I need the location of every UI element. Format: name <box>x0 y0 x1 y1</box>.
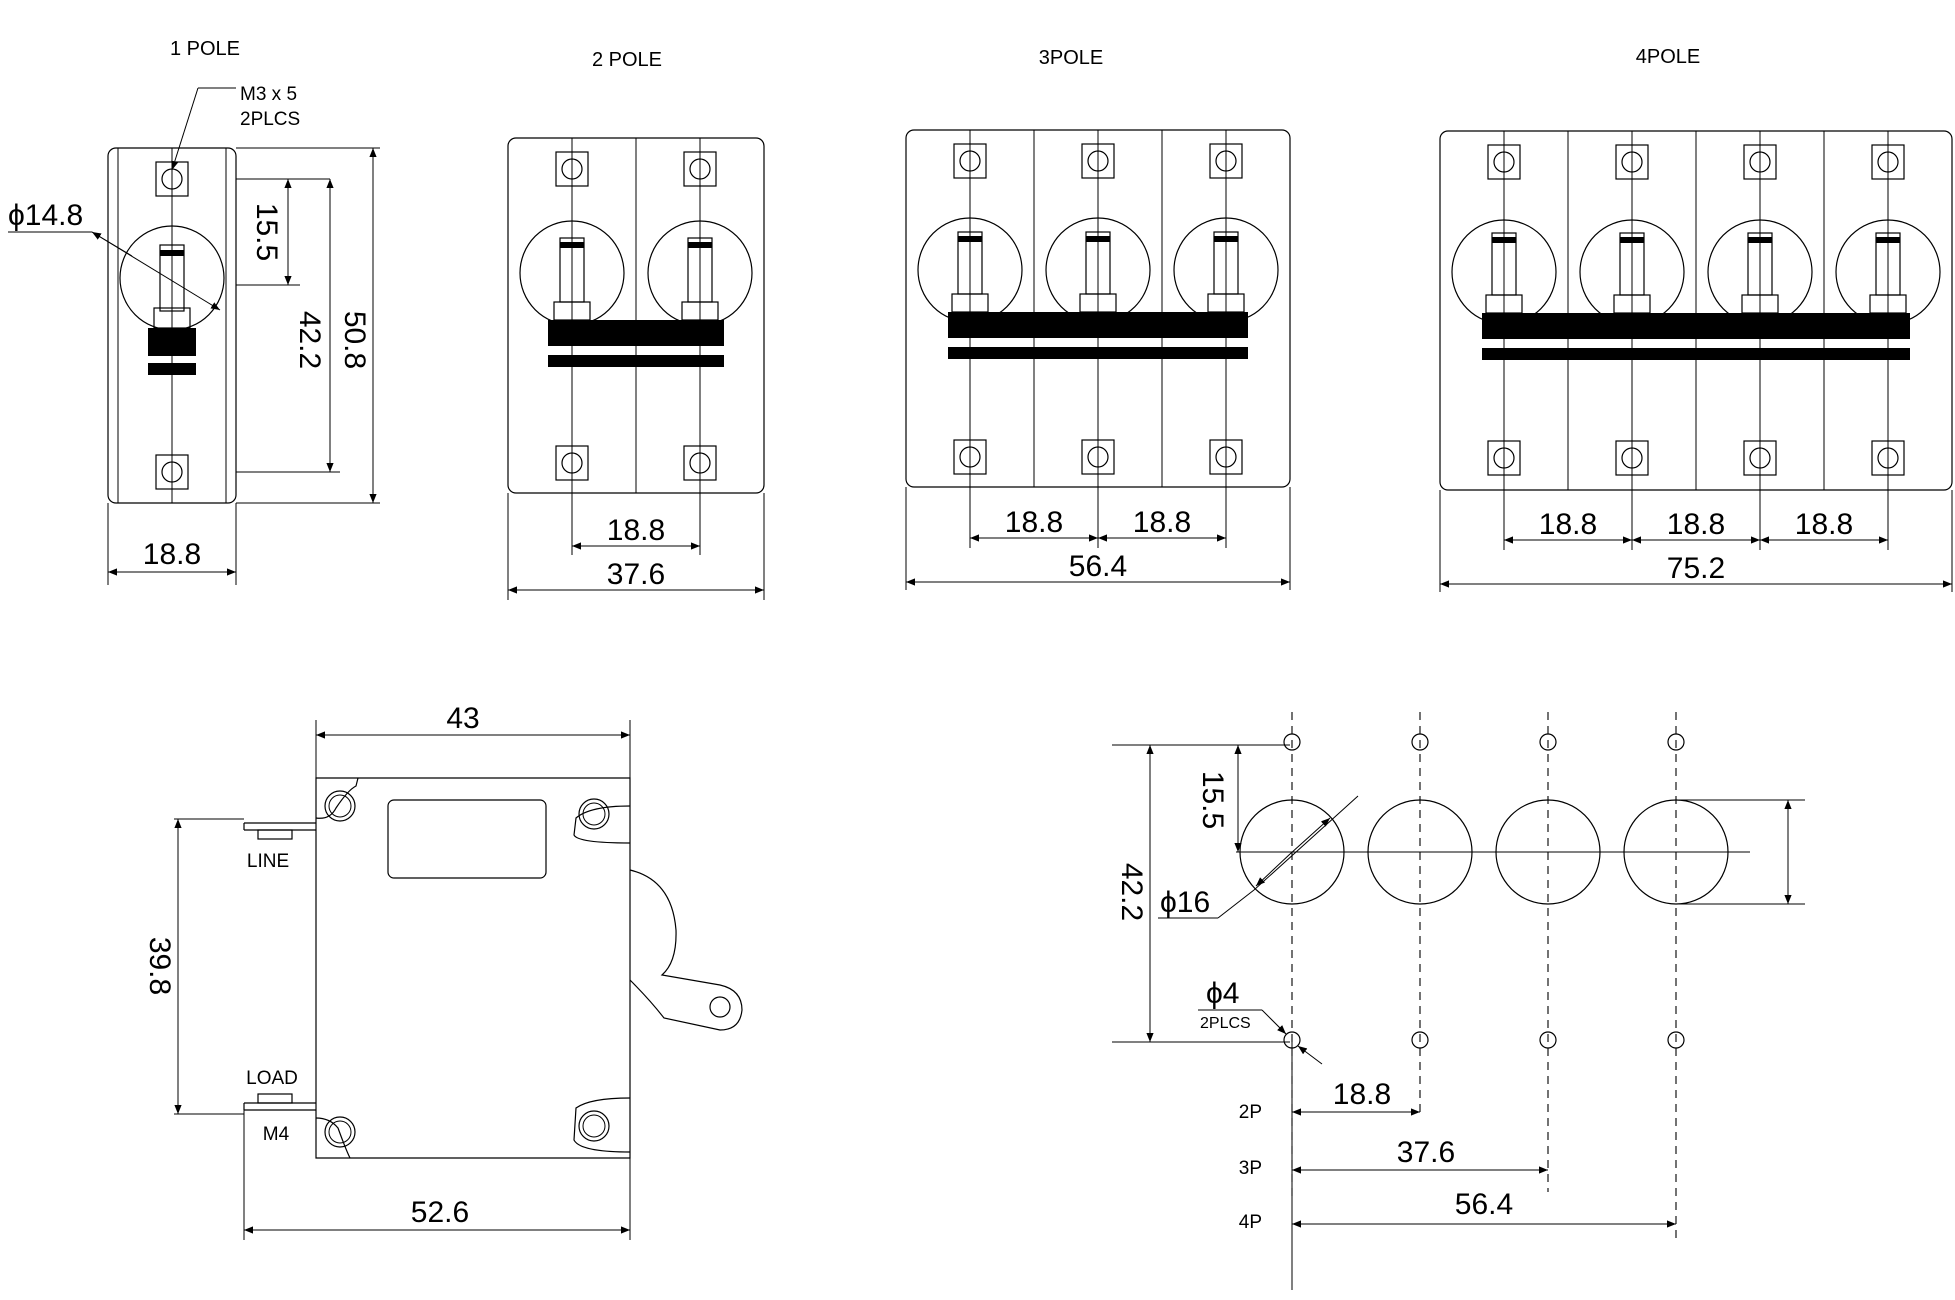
side-load-label: LOAD <box>246 1068 298 1089</box>
two-pole-title: 2 POLE <box>592 49 662 71</box>
one-pole-dim-42-2: 42.2 <box>293 311 326 369</box>
side-body <box>315 777 631 1159</box>
side-handle <box>629 869 743 1031</box>
one-pole-view: 1 POLE M3 x 5 2PLCS ϕ14.8 15.5 42.2 50 <box>8 38 380 585</box>
three-pole-title: 3POLE <box>1039 47 1103 69</box>
panel-dim-15-5: 15.5 <box>1196 771 1229 829</box>
one-pole-dim-15-5: 15.5 <box>250 203 283 261</box>
three-pole-width: 56.4 <box>1069 550 1127 583</box>
panel-row-2p-label: 2P <box>1239 1102 1262 1123</box>
side-height: 39.8 <box>143 937 176 995</box>
panel-row-4p-label: 4P <box>1239 1212 1262 1233</box>
two-pole-pitch: 18.8 <box>607 514 665 547</box>
four-pole-pitch-1: 18.8 <box>1539 508 1597 541</box>
screw-note-line2: 2PLCS <box>240 109 300 130</box>
panel-dia-large: ϕ16 <box>1160 886 1210 919</box>
side-view: 43 LINE LOAD M4 39.8 52.6 <box>143 702 743 1240</box>
panel-row-2p-value: 18.8 <box>1333 1078 1391 1111</box>
panel-row-3p-label: 3P <box>1239 1158 1262 1179</box>
side-line-label: LINE <box>247 851 289 872</box>
four-pole-title: 4POLE <box>1636 46 1700 68</box>
two-pole-view: 2 POLE 18.8 37.6 <box>507 49 765 600</box>
one-pole-dim-50-8: 50.8 <box>338 311 371 369</box>
panel-dim-42-2: 42.2 <box>1115 863 1148 921</box>
three-pole-pitch-1: 18.8 <box>1005 506 1063 539</box>
panel-dia-small: ϕ4 <box>1206 977 1240 1010</box>
four-pole-pitch-2: 18.8 <box>1667 508 1725 541</box>
four-pole-view: 4POLE 18.8 <box>1439 46 1953 592</box>
two-pole-width: 37.6 <box>607 558 665 591</box>
one-pole-title: 1 POLE <box>170 38 240 60</box>
one-pole-width: 18.8 <box>143 538 201 571</box>
side-top-width: 43 <box>446 702 479 735</box>
panel-row-4p-value: 56.4 <box>1455 1188 1513 1221</box>
screw-note-line1: M3 x 5 <box>240 84 297 105</box>
three-pole-pitch-2: 18.8 <box>1133 506 1191 539</box>
four-pole-width: 75.2 <box>1667 552 1725 585</box>
panel-row-3p-value: 37.6 <box>1397 1136 1455 1169</box>
side-bottom-width: 52.6 <box>411 1196 469 1229</box>
three-pole-view: 3POLE 18.8 18.8 56.4 <box>905 47 1291 590</box>
side-label-window <box>387 799 547 879</box>
four-pole-pitch-3: 18.8 <box>1795 508 1853 541</box>
panel-plcs: 2PLCS <box>1200 1015 1251 1032</box>
side-terminal-label: M4 <box>263 1124 290 1145</box>
one-pole-dia-label: ϕ14.8 <box>8 199 83 232</box>
panel-cutout-view: 15.5 42.2 ϕ16 ϕ4 2PLCS 2P 18.8 3P 37.6 4… <box>1112 712 1805 1290</box>
